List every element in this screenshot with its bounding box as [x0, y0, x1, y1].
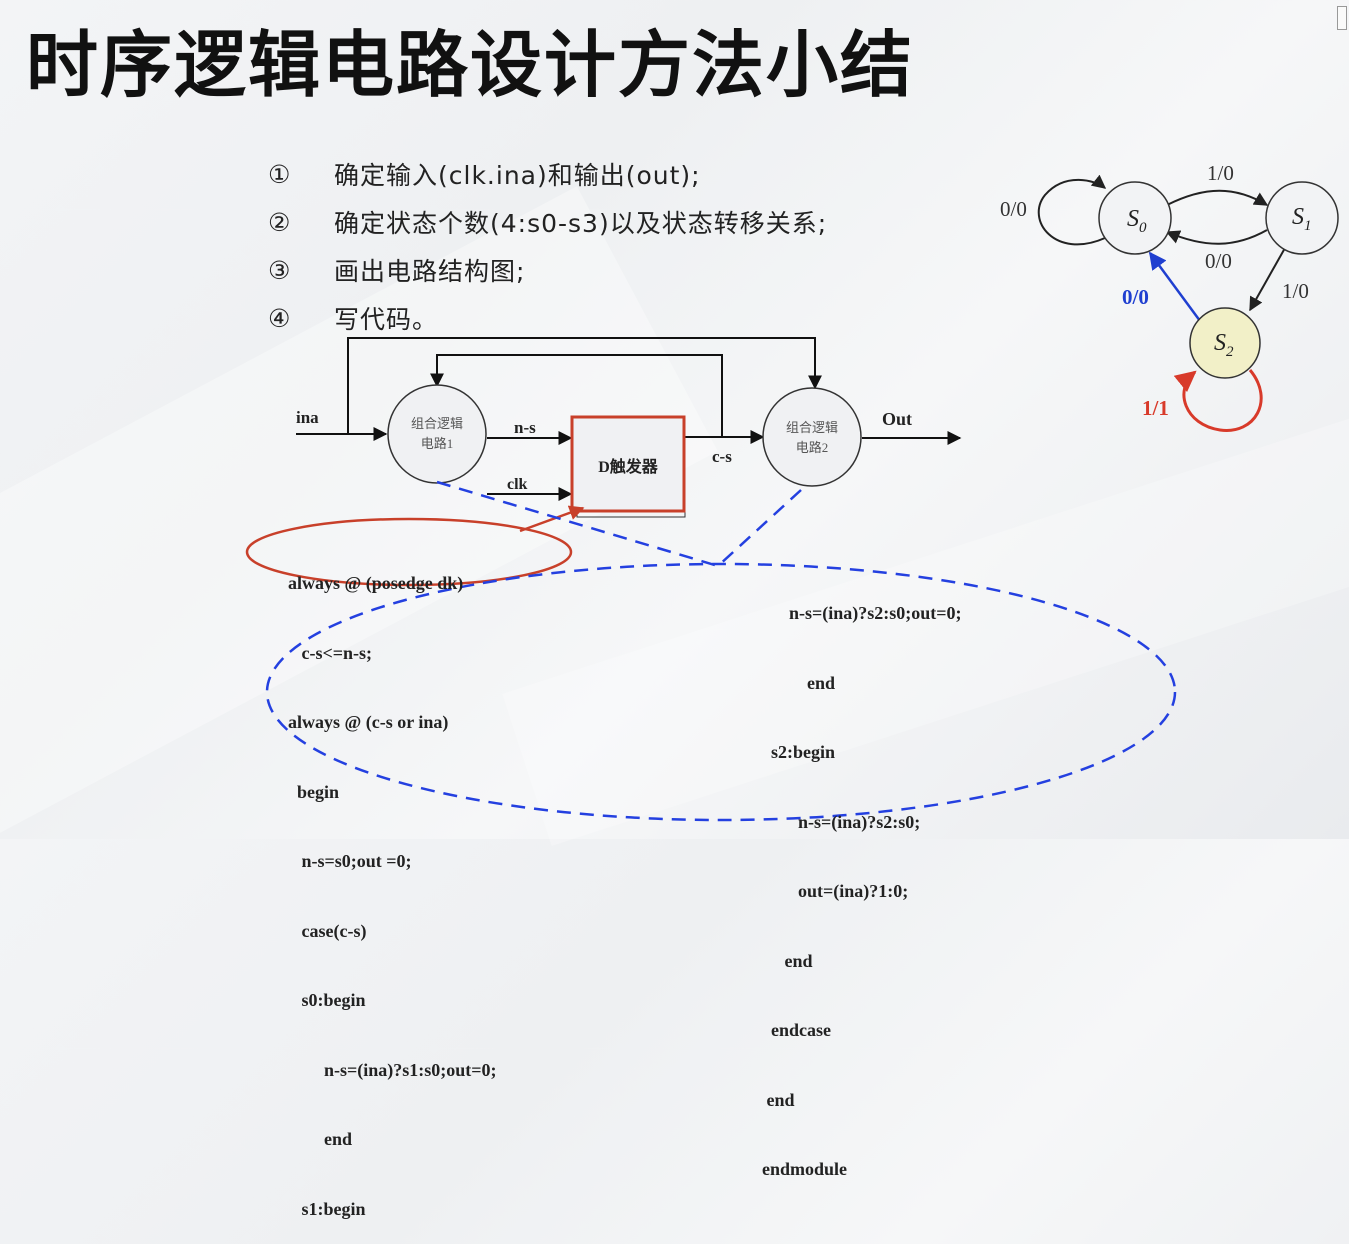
- comb-logic-2: [762, 387, 862, 487]
- code-line: out=(ina)?1:0;: [762, 881, 909, 901]
- code-line: n-s=(ina)?s1:s0;out=0;: [288, 1059, 497, 1080]
- code-line: s0:begin: [288, 990, 366, 1010]
- cs-label: c-s: [712, 447, 732, 466]
- comb1-label-line1: 组合逻辑: [411, 416, 463, 431]
- code-line: case(c-s): [288, 920, 367, 941]
- code-line: c-s<=n-s;: [288, 642, 373, 663]
- state-s2: [1189, 307, 1261, 379]
- comb2-label-line2: 电路2: [796, 440, 829, 455]
- code-line: n-s=s0;out =0;: [288, 851, 412, 871]
- code-line: end: [762, 950, 813, 971]
- steps-list: ① 确定输入(clk.ina)和输出(out); ② 确定状态个数(4:s0-s…: [268, 150, 827, 342]
- s1-to-s2-arrow: [1249, 247, 1286, 312]
- code-line: n-s=(ina)?s2:s0;out=0;: [762, 603, 962, 623]
- s0-to-s1-arrow: [1166, 189, 1269, 206]
- step-item: ④ 写代码。: [268, 294, 827, 342]
- s0-self-label: 0/0: [1000, 197, 1027, 221]
- s2-self-label: 1/1: [1142, 396, 1169, 420]
- ina-to-comb2-wire: [347, 337, 822, 434]
- comb2-label-line1: 组合逻辑: [786, 420, 838, 435]
- highlight-ellipse: [245, 517, 573, 587]
- dashed-callout-ellipse: [265, 562, 1177, 822]
- s1-to-s2-label: 1/0: [1282, 279, 1309, 303]
- step-text: 画出电路结构图;: [334, 257, 526, 286]
- state-s0: [1098, 181, 1172, 255]
- ns-label: n-s: [514, 418, 536, 437]
- code-line: s2:begin: [762, 742, 836, 762]
- code-line: end: [762, 672, 836, 693]
- s2-self-loop-arrow: [1173, 369, 1263, 432]
- step-number: ④: [268, 303, 291, 333]
- code-line: endmodule: [762, 1159, 848, 1179]
- step-text: 确定状态个数(4:s0-s3)以及状态转移关系;: [334, 209, 828, 238]
- scrollbar-handle[interactable]: [1337, 6, 1347, 30]
- cs-feedback-wire: [430, 354, 723, 437]
- code-line: begin: [288, 781, 340, 802]
- step-item: ② 确定状态个数(4:s0-s3)以及状态转移关系;: [268, 198, 827, 246]
- step-number: ①: [268, 159, 291, 189]
- d-flipflop: [570, 415, 686, 513]
- dashed-link-right: [717, 489, 802, 567]
- s2-to-s0-arrow: [1148, 251, 1205, 326]
- s0-self-loop-arrow: [1037, 174, 1107, 246]
- code-line: endcase: [762, 1020, 831, 1040]
- state-s1: [1265, 181, 1339, 255]
- ina-label: ina: [296, 408, 319, 427]
- s1-to-s0-arrow: [1165, 229, 1268, 245]
- code-line: end: [288, 1129, 353, 1149]
- step-number: ②: [268, 207, 291, 237]
- step-text: 确定输入(clk.ina)和输出(out);: [334, 161, 701, 190]
- clk-label: clk: [507, 476, 528, 493]
- out-label: Out: [882, 409, 912, 429]
- comb1-label-line2: 电路1: [421, 436, 454, 451]
- code-line: always @ (posedge dk): [288, 573, 464, 593]
- circuit-diagram: 组合逻辑 电路1 组合逻辑 电路2 D触发器 ina n-s clk c-s O…: [245, 337, 1177, 822]
- s1-to-s0-label: 0/0: [1205, 249, 1232, 273]
- code-line: end: [762, 1089, 795, 1110]
- dff-label: D触发器: [598, 457, 659, 476]
- step-item: ③ 画出电路结构图;: [268, 246, 827, 294]
- comb-logic-1: [387, 384, 487, 484]
- slide-title: 时序逻辑电路设计方法小结: [26, 23, 915, 107]
- step-number: ③: [268, 255, 291, 285]
- s2-to-s0-label: 0/0: [1122, 285, 1149, 309]
- dashed-link-left: [436, 480, 719, 568]
- s0-to-s1-label: 1/0: [1207, 161, 1234, 185]
- state-diagram: S0 S1 S2 0/0 1/0 0/0 1/0 0/0 1/1: [1000, 161, 1339, 432]
- step-item: ① 确定输入(clk.ina)和输出(out);: [268, 150, 827, 198]
- code-line: always @ (c-s or ina): [288, 712, 449, 732]
- code-right-column: n-s=(ina)?s2:s0;out=0; end s2:begin n-s=…: [762, 558, 962, 1205]
- code-line: s1:begin: [288, 1198, 366, 1219]
- code-line: n-s=(ina)?s2:s0;: [762, 811, 921, 832]
- highlight-arrow: [519, 505, 585, 533]
- step-text: 写代码。: [334, 305, 439, 334]
- code-left-column: always @ (posedge dk) c-s<=n-s; always @…: [288, 528, 497, 1244]
